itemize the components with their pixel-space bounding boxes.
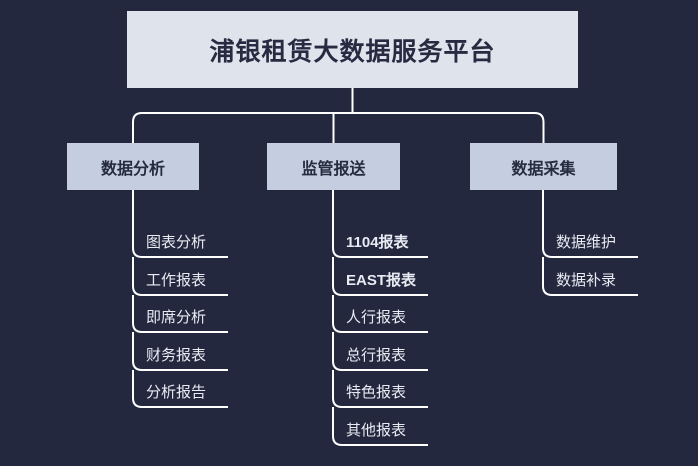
connector-leaf-regulatory-reporting-2 <box>332 295 428 333</box>
leaf-item-label: 特色报表 <box>346 384 407 402</box>
root-node-label: 浦银租赁大数据服务平台 <box>209 37 496 66</box>
branch-node-label: 监管报送 <box>301 160 366 178</box>
leaf-item-data-analysis-2[interactable]: 即席分析 <box>146 306 206 330</box>
leaf-item-label: 分析报告 <box>146 384 207 402</box>
branch-node-label: 数据采集 <box>511 160 576 178</box>
leaf-item-data-collection-1[interactable]: 数据补录 <box>556 269 616 293</box>
leaf-item-data-collection-0[interactable]: 数据维护 <box>556 231 616 255</box>
leaf-item-regulatory-reporting-2[interactable]: 人行报表 <box>346 306 406 330</box>
leaf-item-regulatory-reporting-0[interactable]: 1104报表 <box>346 231 409 255</box>
connector-leaf-data-collection-0 <box>542 190 638 258</box>
leaf-item-regulatory-reporting-5[interactable]: 其他报表 <box>346 419 406 443</box>
connector-branch-bus <box>132 112 545 143</box>
connector-leaf-regulatory-reporting-0 <box>332 190 428 258</box>
leaf-item-label: 图表分析 <box>146 234 207 251</box>
leaf-item-label: 总行报表 <box>346 346 407 364</box>
connector-leaf-data-analysis-0 <box>132 190 228 258</box>
connector-leaf-data-analysis-4 <box>132 370 228 408</box>
leaf-item-label: 1104报表 <box>346 234 409 251</box>
connector-leaf-data-analysis-2 <box>132 295 228 333</box>
connector-leaf-data-analysis-1 <box>132 257 228 296</box>
leaf-item-label: 人行报表 <box>346 309 407 327</box>
connector-leaf-data-analysis-3 <box>132 332 228 371</box>
connector-leaf-regulatory-reporting-3 <box>332 332 428 371</box>
connector-leaf-data-collection-1 <box>542 257 638 296</box>
leaf-item-label: 数据维护 <box>556 234 617 251</box>
branch-node-regulatory-reporting[interactable]: 监管报送 <box>267 143 400 190</box>
leaf-item-regulatory-reporting-4[interactable]: 特色报表 <box>346 381 406 405</box>
leaf-item-label: EAST报表 <box>346 271 417 289</box>
branch-node-data-analysis[interactable]: 数据分析 <box>67 143 199 190</box>
leaf-item-regulatory-reporting-3[interactable]: 总行报表 <box>346 344 406 368</box>
branch-node-data-collection[interactable]: 数据采集 <box>470 143 617 190</box>
connector-leaf-regulatory-reporting-1 <box>332 257 428 296</box>
leaf-item-data-analysis-4[interactable]: 分析报告 <box>146 381 206 405</box>
connector-leaf-regulatory-reporting-5 <box>332 407 428 446</box>
connector-leaf-regulatory-reporting-4 <box>332 370 428 408</box>
root-node[interactable]: 浦银租赁大数据服务平台 <box>127 11 578 88</box>
leaf-item-data-analysis-1[interactable]: 工作报表 <box>146 269 206 293</box>
leaf-item-data-analysis-3[interactable]: 财务报表 <box>146 344 206 368</box>
leaf-item-label: 财务报表 <box>146 346 207 364</box>
leaf-item-regulatory-reporting-1[interactable]: EAST报表 <box>346 269 416 293</box>
leaf-item-label: 即席分析 <box>146 309 207 327</box>
leaf-item-data-analysis-0[interactable]: 图表分析 <box>146 231 206 255</box>
leaf-item-label: 工作报表 <box>146 271 207 289</box>
leaf-item-label: 数据补录 <box>556 271 617 289</box>
branch-node-label: 数据分析 <box>100 160 165 178</box>
leaf-item-label: 其他报表 <box>346 422 407 439</box>
